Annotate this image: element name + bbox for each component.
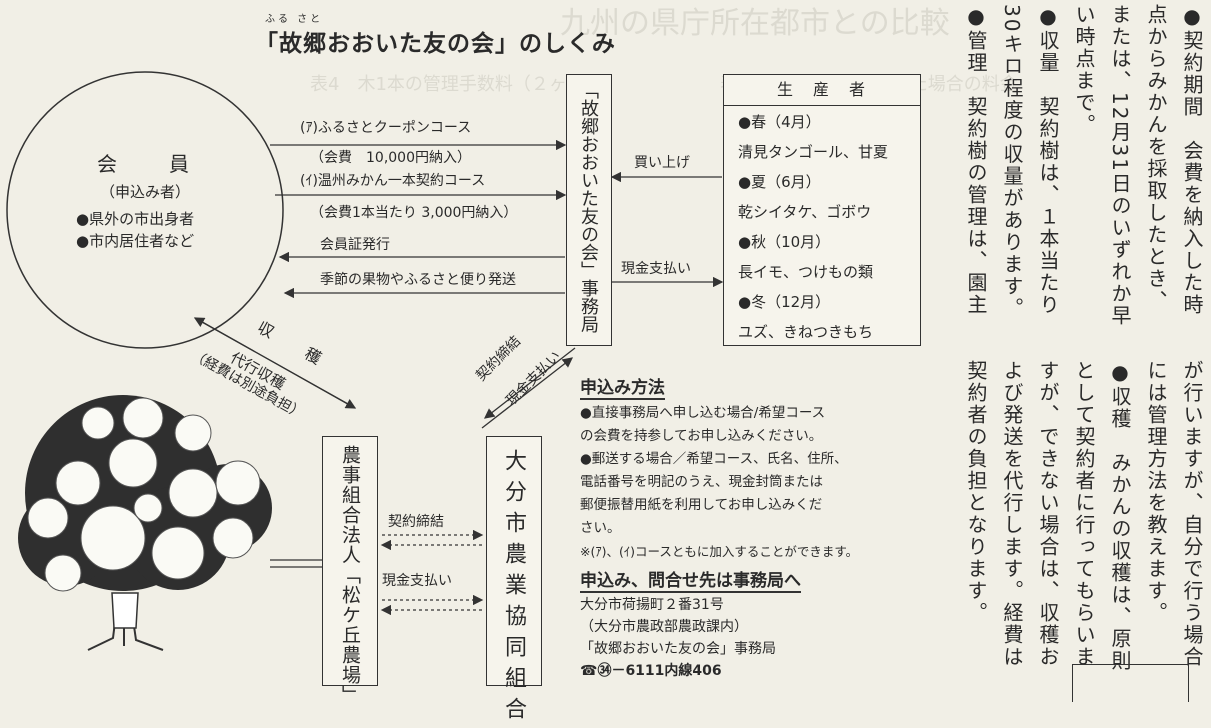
diagram-title: 「故郷おおいた友の会」のしくみ [255, 31, 616, 57]
contact-line: ☎㉞－6111内線406 [580, 663, 722, 679]
article-column: ●管理 契約樹の管理は、園主 [964, 4, 988, 316]
producer-title: 生 産 者 [724, 75, 920, 106]
article-column: ●契約期間 会費を納入した時 [1180, 4, 1204, 316]
article-column: ●収量 契約樹は、１本当たり [1036, 4, 1060, 316]
coop-label: 大分市農業協同組合 [501, 449, 526, 728]
apply-line: 電話番号を明記のうえ、現金封筒または [580, 474, 823, 490]
bg-table4-label: 表4 木1本の管理手数料（２ヶ年） [310, 74, 603, 95]
article-column-lower: が行いますが、自分で行う場合 [1180, 360, 1204, 668]
diagram-arrows [6, 71, 724, 616]
article-column: 点からみかんを採取したとき、 [1144, 4, 1168, 312]
member-item: ●県外の市出身者 [76, 210, 195, 228]
producer-line: 長イモ、つけもの類 [738, 263, 874, 281]
article-lower-block [1124, 350, 1204, 650]
producer-line: ユズ、きねつきもち [738, 323, 874, 341]
member-items: ●県外の市出身者 ●市内居住者など [40, 208, 250, 252]
cash3-label: 現金支払い [382, 573, 452, 589]
article-column-lower: として契約者に行ってもらいま [1072, 360, 1096, 668]
member-sub: （申込み者） [99, 183, 190, 201]
producer-box: 生 産 者 ●春（4月） 清見タンゴール、甘夏 ●夏（6月） 乾シイタケ、ゴボウ… [723, 74, 921, 346]
apply-line: ●直接事務局へ申し込む場合/希望コース [580, 405, 826, 421]
apply-heading: 申込み方法 [580, 373, 665, 400]
producer-line: ●冬（12月） [738, 293, 831, 311]
coop-box: 大分市農業協同組合 [486, 436, 542, 728]
producer-line: ●春（4月） [738, 113, 821, 131]
fruit-label: 季節の果物やふるさと便り発送 [320, 272, 516, 288]
article-column: または、12月31日のいずれか早 [1108, 4, 1132, 327]
member-item: ●市内居住者など [76, 232, 195, 250]
article-column-lower: ●収穫 みかんの収穫は、原則 [1108, 360, 1132, 672]
farm-label: 農事組合法人「松ケ丘農場」 [339, 445, 361, 705]
article-column: 30キロ程度の収量があります。 [1000, 4, 1024, 320]
contact-text: 大分市荷揚町２番31号 （大分市農政部農政課内） 「故郷おおいた友の会」事務局 … [580, 594, 776, 682]
course-b-fee: （会費1本当たり 3,000円納入） [310, 205, 518, 221]
course-a-fee: （会費 10,000円納入） [310, 150, 471, 166]
course-a-label: (ｱ)ふるさとクーポンコース [300, 120, 472, 136]
producer-line: 乾シイタケ、ゴボウ [738, 203, 872, 221]
article-column-lower: すが、できない場合は、収穫お [1036, 360, 1060, 668]
contact-line: 「故郷おおいた友の会」事務局 [580, 641, 776, 657]
buy-label: 買い上げ [634, 155, 690, 171]
apply-line: さい。 [580, 520, 621, 536]
article-column-lower: 契約者の負担となります。 [964, 360, 988, 624]
office-box: 「故郷おおいた友の会」事務局 [566, 74, 612, 346]
producer-list: ●春（4月） 清見タンゴール、甘夏 ●夏（6月） 乾シイタケ、ゴボウ ●秋（10… [724, 106, 920, 347]
article-column-lower: には管理方法を教えます。 [1144, 360, 1168, 624]
course-b-label: (ｲ)温州みかん一本契約コース [300, 173, 486, 189]
title-ruby: ふる さと [265, 14, 324, 25]
article-column: い時点まで。 [1072, 4, 1096, 136]
member-block: 会 員 （申込み者） ●県外の市出身者 ●市内居住者など [40, 148, 250, 252]
card-label: 会員証発行 [320, 237, 390, 253]
article-vertical-text: ●契約期間 会費を納入した時 点からみかんを採取したとき、 または、12月31日… [930, 0, 1211, 701]
contract2-label: 契約締結 [388, 514, 444, 530]
cash-label: 現金支払い [621, 261, 691, 277]
apply-line: 郵便振替用紙を利用してお申し込みくだ [580, 497, 823, 513]
office-label: 「故郷おおいた友の会」事務局 [578, 81, 599, 333]
page-corner-box [1072, 664, 1189, 702]
apply-note: ※(ｱ)、(ｲ)コースともに加入することができます。 [580, 544, 859, 559]
orange-tree-illustration [18, 395, 272, 651]
producer-line: 清見タンゴール、甘夏 [738, 143, 889, 161]
contact-line: （大分市農政部農政課内） [580, 619, 748, 635]
apply-text: ●直接事務局へ申し込む場合/希望コース の会費を持参してお申し込みください。 ●… [580, 402, 858, 563]
article-column-lower: よび発送を代行します。経費は [1000, 360, 1024, 668]
farm-box: 農事組合法人「松ケ丘農場」 [322, 436, 378, 705]
member-title: 会 員 [97, 152, 193, 176]
apply-line: ●郵送する場合／希望コース、氏名、住所、 [580, 451, 848, 467]
bg-heading: 九州の県庁所在都市との比較 [560, 6, 950, 41]
producer-line: ●秋（10月） [738, 233, 831, 251]
apply-line: の会費を持参してお申し込みください。 [580, 428, 823, 444]
producer-line: ●夏（6月） [738, 173, 821, 191]
contact-line: 大分市荷揚町２番31号 [580, 597, 724, 613]
contact-heading: 申込み、問合せ先は事務局へ [580, 566, 801, 593]
